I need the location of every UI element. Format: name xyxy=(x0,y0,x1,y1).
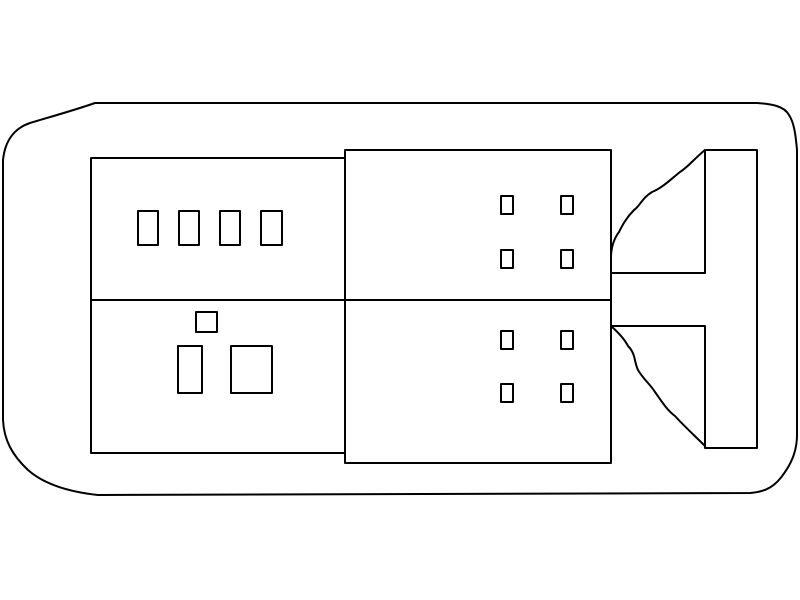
lower-right-component xyxy=(560,383,574,403)
upper-right-component xyxy=(500,195,514,215)
lower-right-component xyxy=(560,330,574,350)
upper-right-component xyxy=(500,249,514,269)
upper-left-component xyxy=(137,210,159,246)
lower-right-component xyxy=(500,330,514,350)
upper-left-block xyxy=(90,157,346,301)
right-bracket xyxy=(610,149,758,449)
lower-torn-wedge xyxy=(610,325,706,447)
lower-left-tall-component xyxy=(177,345,203,394)
upper-left-component xyxy=(219,210,241,246)
lower-right-block xyxy=(344,299,612,464)
upper-torn-wedge xyxy=(610,149,706,259)
lower-left-large-square xyxy=(230,345,273,394)
lower-right-component xyxy=(500,383,514,403)
lower-left-small-square xyxy=(195,311,218,333)
upper-left-component xyxy=(260,210,283,246)
upper-left-component xyxy=(178,210,200,246)
upper-right-block xyxy=(344,149,612,301)
upper-right-component xyxy=(560,195,574,215)
outer-outline xyxy=(2,102,798,496)
upper-right-component xyxy=(560,249,574,269)
